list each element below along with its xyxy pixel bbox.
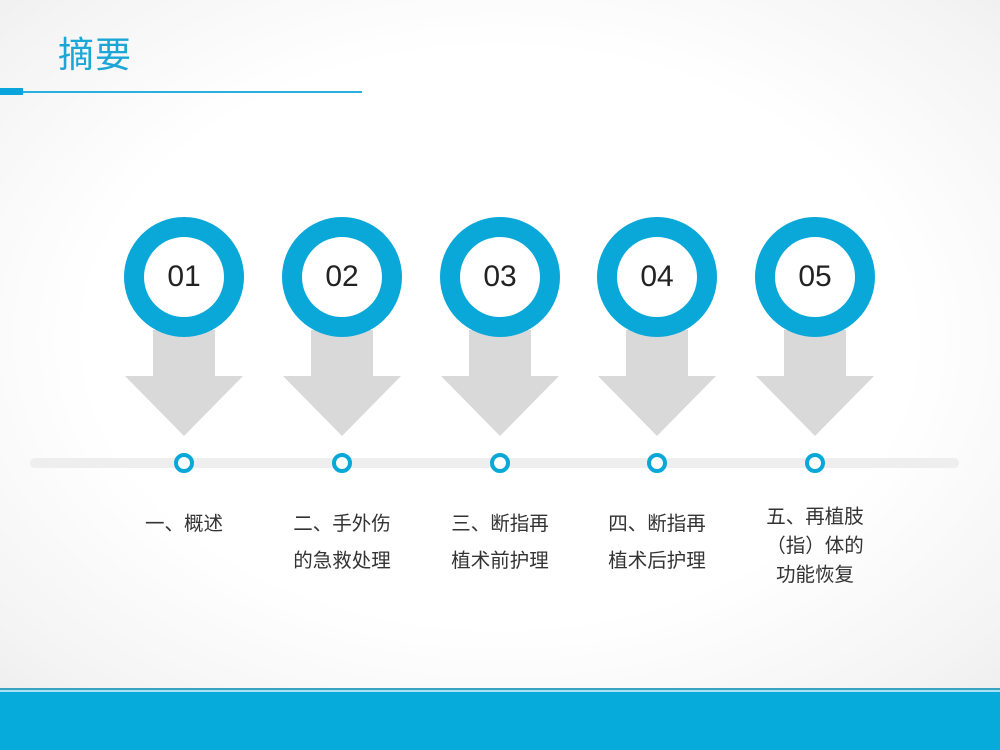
footer-band xyxy=(0,692,1000,750)
step-number: 04 xyxy=(640,260,674,293)
footer-divider xyxy=(0,688,1000,690)
footer-divider-highlight xyxy=(0,690,1000,692)
step-number: 03 xyxy=(483,260,517,293)
step-number-ring: 03 xyxy=(440,217,560,337)
down-arrow-icon xyxy=(441,330,559,436)
step-number-ring: 04 xyxy=(597,217,717,337)
step-label: 二、手外伤 的急救处理 xyxy=(293,512,391,572)
step-label: 三、断指再 植术前护理 xyxy=(451,512,549,572)
step-number-ring: 05 xyxy=(755,217,875,337)
timeline-dot xyxy=(174,453,194,473)
step-number-ring: 01 xyxy=(124,217,244,337)
title-accent-bar xyxy=(0,88,23,95)
slide-title: 摘要 xyxy=(58,35,133,76)
down-arrow-icon xyxy=(598,330,716,436)
step-number-ring: 02 xyxy=(282,217,402,337)
down-arrow-icon xyxy=(756,330,874,436)
timeline-dot xyxy=(805,453,825,473)
down-arrow-icon xyxy=(283,330,401,436)
timeline-dot xyxy=(647,453,667,473)
step-number: 05 xyxy=(798,260,832,293)
down-arrow-icon xyxy=(125,330,243,436)
step-label: 一、概述 xyxy=(144,512,223,535)
title-underline xyxy=(23,91,362,93)
step-number: 01 xyxy=(167,260,201,293)
timeline-dot xyxy=(332,453,352,473)
timeline-dot xyxy=(490,453,510,473)
step-number: 02 xyxy=(325,260,359,293)
step-label: 四、断指再 植术后护理 xyxy=(608,512,706,572)
step-label: 五、再植肢 （指）体的 功能恢复 xyxy=(766,505,864,586)
